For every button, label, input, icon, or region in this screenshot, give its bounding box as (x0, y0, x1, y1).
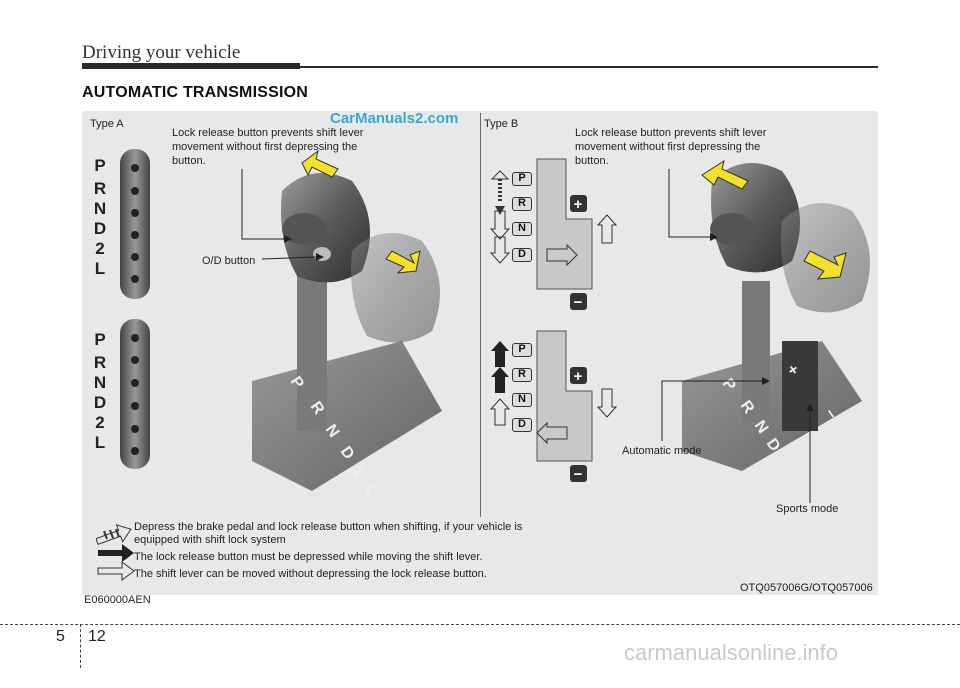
gear-letter: L (94, 259, 106, 278)
transmission-illustration: P R N D 2 L + − + (120, 149, 870, 503)
watermark-top: CarManuals2.com (330, 110, 459, 127)
header-rule-thin (300, 66, 878, 68)
header-title: Driving your vehicle (82, 42, 241, 63)
gate-diagram-bottom (489, 330, 618, 462)
gate-key: N (512, 393, 532, 407)
gate-key: P (512, 172, 532, 186)
gear-letter: N (93, 199, 107, 218)
gear-letter: R (93, 353, 107, 372)
svg-text:L: L (361, 482, 381, 500)
svg-text:+: + (574, 368, 583, 385)
gate-key: P (512, 343, 532, 357)
gear-indicator-strip-bottom (120, 319, 150, 469)
gear-letter: D (93, 219, 107, 238)
gear-letter: P (94, 330, 106, 349)
type-a-label: Type A (90, 118, 124, 130)
gear-letter: R (93, 179, 107, 198)
svg-text:−: − (574, 466, 583, 483)
svg-text:−: − (574, 294, 583, 311)
type-b-label: Type B (484, 118, 519, 130)
figure-divider (480, 113, 481, 517)
footer-divider (80, 624, 81, 668)
sports-mode-label: Sports mode (776, 503, 839, 515)
gate-key: N (512, 222, 532, 236)
legend-row: The lock release button must be depresse… (134, 551, 483, 563)
gear-indicator-strip-top (120, 149, 150, 299)
legend (95, 520, 136, 589)
legend-row: equipped with shift lock system (134, 534, 286, 546)
gate-key: R (512, 368, 532, 382)
gear-letter: D (93, 393, 107, 412)
automatic-mode-label: Automatic mode (622, 445, 702, 457)
gear-letter: P (94, 156, 106, 175)
outline-arrow-icon (97, 561, 135, 581)
gear-letters-bottom: P R N D 2 L (90, 330, 110, 453)
page-number: 12 (88, 628, 106, 645)
plus-minus-keys: + − + − (570, 195, 587, 483)
gear-letter: 2 (95, 413, 105, 432)
gate-key: R (512, 197, 532, 211)
hatched-arrow-icon (95, 524, 132, 545)
type-b-lock-note: Lock release button prevents shift lever… (575, 127, 767, 167)
section-title: AUTOMATIC TRANSMISSION (82, 84, 309, 101)
shift-lever-type-a: P R N D 2 L (241, 149, 442, 500)
gear-letter: N (93, 373, 107, 392)
legend-row: The shift lever can be moved without dep… (134, 568, 487, 580)
legend-icons (95, 524, 135, 581)
type-a-lock-note: Lock release button prevents shift lever… (172, 127, 364, 167)
shift-lever-type-b: P R N D − + (661, 159, 870, 503)
header-rule (82, 63, 300, 69)
svg-text:+: + (574, 196, 583, 213)
gate-diagram-top (489, 158, 618, 290)
gear-letters-top: P R N D 2 L (90, 156, 110, 279)
solid-arrow-icon (98, 544, 134, 562)
figure-code: OTQ057006G/OTQ057006 (740, 582, 873, 594)
gate-key: D (512, 418, 532, 432)
section-code: E060000AEN (84, 594, 151, 606)
od-button-label: O/D button (202, 255, 256, 267)
gear-letter: L (94, 433, 106, 452)
legend-text: Depress the brake pedal and lock release… (134, 521, 522, 581)
chapter-number: 5 (56, 628, 65, 645)
footer-rule (0, 624, 960, 625)
legend-row: Depress the brake pedal and lock release… (134, 521, 523, 533)
gate-key: D (512, 248, 532, 262)
gear-letter: 2 (95, 239, 105, 258)
watermark-bottom: carmanualsonline.info (624, 640, 839, 665)
